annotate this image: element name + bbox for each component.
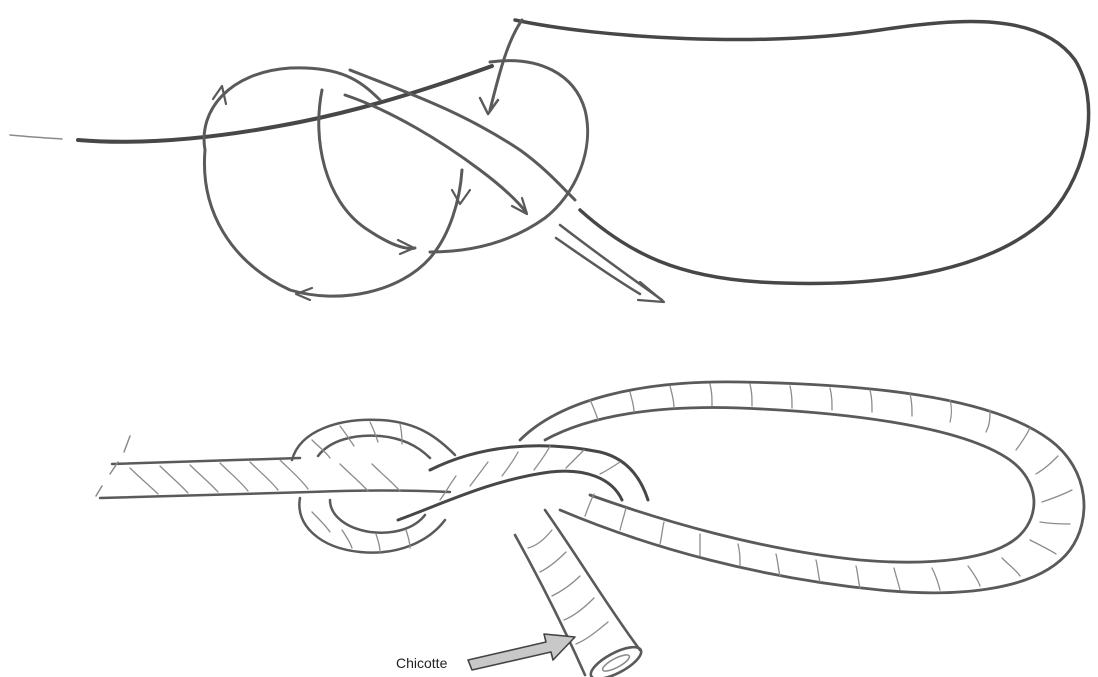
rope-standing-bottom xyxy=(100,491,450,499)
rope-cross-over-bottom xyxy=(398,471,622,520)
descending-strand-line xyxy=(490,20,522,110)
rope-tail-right xyxy=(545,510,640,650)
rope-knot-left-outer xyxy=(292,420,455,460)
arrow-head-left-up xyxy=(213,86,226,104)
arrow-head-exit xyxy=(638,282,664,302)
standing-part-line xyxy=(78,66,492,142)
rope-knot-lower-outer xyxy=(299,498,445,553)
knot-rope-sketch xyxy=(96,382,1084,677)
rope-tail-end-inner xyxy=(601,652,632,674)
large-loop-line xyxy=(515,20,1089,283)
rope-standing-hatching xyxy=(130,460,400,494)
middle-loop-top xyxy=(430,61,588,252)
left-loop-line xyxy=(204,68,462,296)
rope-knot-left-inner xyxy=(318,436,430,458)
rope-standing-top xyxy=(112,458,300,464)
rope-loop-outer xyxy=(520,382,1084,593)
rope-tail-end xyxy=(587,641,646,677)
arrow-head-1 xyxy=(480,98,498,114)
knot-path-sketch xyxy=(10,20,1089,302)
arrow-head-right-down xyxy=(452,190,470,204)
inner-strand-line-2 xyxy=(345,95,526,212)
standing-part-line-faint xyxy=(10,135,62,139)
chicotte-arrow-icon xyxy=(468,634,575,670)
rope-end-fray xyxy=(96,436,130,496)
rope-loop-inner xyxy=(545,407,1034,562)
tail-label: Chicotte xyxy=(396,655,447,671)
